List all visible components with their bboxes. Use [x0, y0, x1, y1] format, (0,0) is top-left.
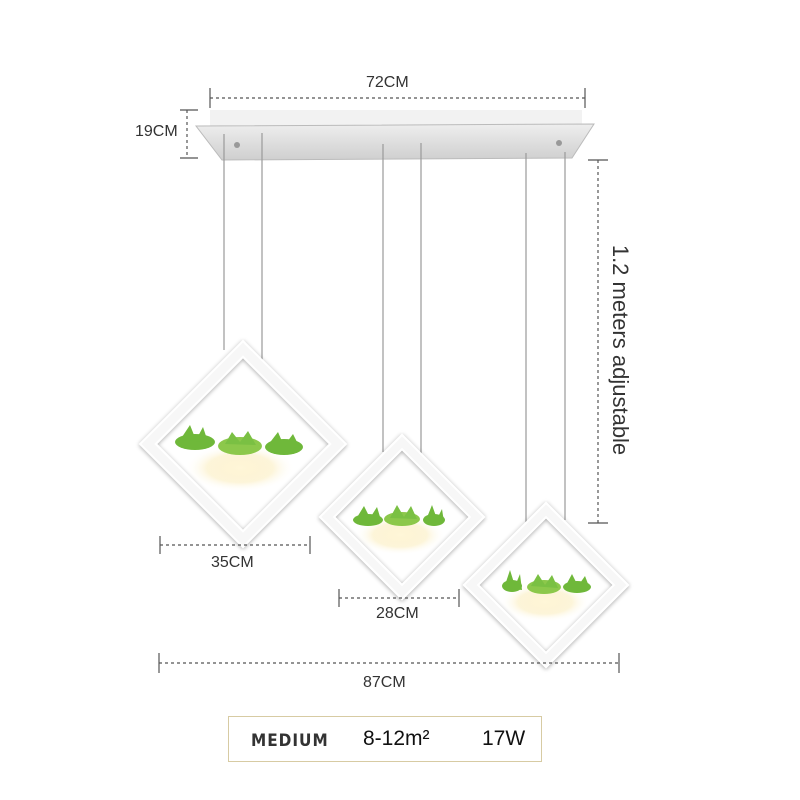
total-width-label: 87CM: [363, 674, 406, 691]
dimension-line-canopy-height: [180, 109, 198, 159]
dimension-line-cable-length: [588, 159, 608, 524]
dimension-line-total-width: [158, 653, 620, 673]
dimension-line-large-frame: [159, 536, 311, 554]
canopy-width-label: 72CM: [366, 74, 409, 91]
ceiling-canopy: [194, 110, 595, 161]
succulent-plants: [353, 505, 445, 526]
succulent-plants: [502, 570, 591, 594]
cable-length-label: 1.2 meters adjustable: [608, 244, 633, 456]
suspension-cables: [223, 133, 566, 522]
dimension-line-canopy-width: [209, 88, 586, 108]
succulent-plants: [175, 425, 303, 455]
canopy-height-label: 19CM: [135, 123, 178, 140]
power-label: 17W: [482, 727, 526, 750]
large-frame-width-label: 35CM: [211, 554, 254, 571]
area-label: 8-12m²: [363, 727, 430, 750]
dimension-line-medium-frame: [338, 589, 460, 607]
small-diamond-frame: [462, 501, 630, 669]
large-diamond-frame: [138, 339, 348, 549]
spec-bar: MEDIUM 8-12m² 17W: [228, 716, 542, 762]
medium-diamond-frame: [318, 433, 486, 601]
size-label: MEDIUM: [251, 731, 329, 751]
medium-frame-width-label: 28CM: [376, 605, 419, 622]
